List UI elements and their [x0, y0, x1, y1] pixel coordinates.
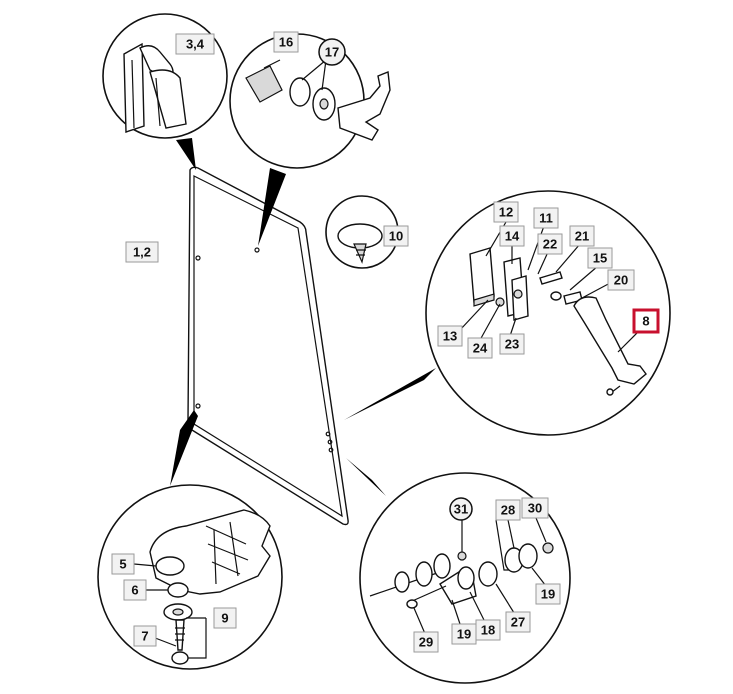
svg-text:28: 28: [501, 503, 515, 518]
svg-text:15: 15: [593, 251, 607, 266]
svg-text:3,4: 3,4: [186, 37, 205, 52]
label-8-highlighted: 8: [632, 308, 660, 334]
svg-text:31: 31: [454, 502, 468, 517]
svg-text:20: 20: [614, 273, 628, 288]
svg-text:29: 29: [419, 635, 433, 650]
label-16: 16: [273, 31, 299, 53]
svg-text:27: 27: [511, 615, 525, 630]
svg-text:24: 24: [473, 341, 488, 356]
label-31: 31: [449, 497, 473, 521]
label-24: 24: [467, 337, 493, 359]
label-3-4: 3,4: [175, 33, 215, 55]
label-29: 29: [413, 631, 439, 653]
detail-circle-pivot: [97, 484, 283, 670]
svg-text:1,2: 1,2: [133, 245, 151, 260]
label-18: 18: [475, 619, 501, 641]
label-7: 7: [133, 625, 157, 647]
svg-text:7: 7: [141, 629, 148, 644]
label-15: 15: [587, 247, 613, 269]
label-9: 9: [213, 607, 237, 629]
svg-text:22: 22: [543, 237, 557, 252]
svg-text:12: 12: [499, 205, 513, 220]
label-14: 14: [499, 225, 525, 247]
label-19-left: 19: [451, 623, 477, 645]
svg-text:30: 30: [528, 501, 542, 516]
label-30: 30: [521, 497, 549, 519]
svg-text:19: 19: [457, 627, 471, 642]
svg-text:13: 13: [443, 329, 457, 344]
svg-text:9: 9: [221, 611, 228, 626]
window-glass-panel: [187, 166, 349, 526]
detail-circle-seal: [102, 13, 228, 139]
svg-text:23: 23: [505, 337, 519, 352]
label-17: 17: [318, 38, 346, 66]
detail-circle-handle: [229, 33, 391, 169]
svg-text:11: 11: [539, 211, 553, 226]
label-6: 6: [123, 579, 147, 601]
svg-text:19: 19: [541, 587, 555, 602]
label-27: 27: [505, 611, 531, 633]
svg-text:18: 18: [481, 623, 495, 638]
label-12: 12: [493, 201, 519, 223]
svg-text:17: 17: [325, 45, 339, 60]
label-5: 5: [111, 553, 135, 575]
svg-text:21: 21: [575, 229, 589, 244]
label-28: 28: [495, 499, 521, 521]
label-23: 23: [499, 333, 525, 355]
callout-pointers: [170, 138, 436, 496]
label-11: 11: [533, 207, 559, 229]
callout-labels: 3,4 16 17 1,2 10 12 11 14 22 21 15 20 8 …: [111, 31, 660, 653]
label-1-2: 1,2: [125, 241, 159, 263]
svg-text:6: 6: [131, 583, 138, 598]
label-13: 13: [437, 325, 463, 347]
svg-text:8: 8: [642, 314, 649, 329]
svg-text:10: 10: [389, 229, 403, 244]
svg-text:14: 14: [505, 229, 520, 244]
svg-text:5: 5: [119, 557, 126, 572]
label-20: 20: [607, 269, 635, 291]
label-10: 10: [383, 225, 409, 247]
label-22: 22: [537, 233, 563, 255]
svg-text:16: 16: [279, 35, 293, 50]
label-19-right: 19: [535, 583, 561, 605]
label-21: 21: [569, 225, 595, 247]
